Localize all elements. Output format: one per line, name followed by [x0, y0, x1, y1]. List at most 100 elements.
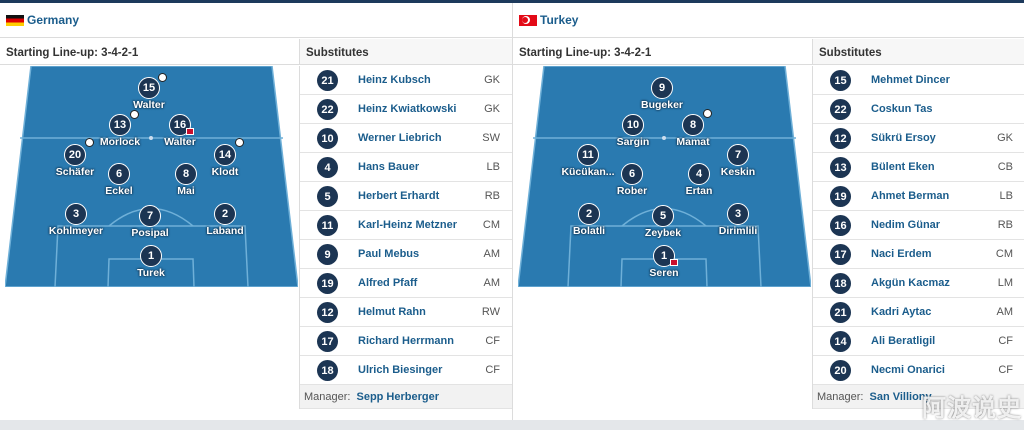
team-name[interactable]: Germany: [27, 13, 80, 27]
player-name: Walter: [133, 99, 165, 111]
player-number: 9: [651, 77, 673, 99]
substitute-position: CF: [485, 364, 500, 376]
player-name: Laband: [206, 225, 244, 237]
player-number: 8: [175, 163, 197, 185]
substitute-number: 9: [317, 244, 338, 265]
player-number: 6: [621, 163, 643, 185]
team-header[interactable]: Germany: [0, 3, 512, 38]
substitute-number: 12: [830, 128, 851, 149]
substitute-position: SW: [482, 132, 500, 144]
substitute-name[interactable]: Heinz Kwiatkowski: [358, 103, 457, 115]
substitute-name[interactable]: Werner Liebrich: [358, 132, 442, 144]
top-accent-bar: [0, 0, 1024, 3]
substitute-number: 4: [317, 157, 338, 178]
substitute-number: 15: [830, 70, 851, 91]
goal-ball-icon: [703, 109, 712, 118]
manager-row: Manager: San Villiony: [813, 385, 1024, 409]
player-number: 7: [727, 144, 749, 166]
substitute-position: CB: [997, 161, 1013, 173]
team-name[interactable]: Turkey: [540, 13, 579, 27]
goal-ball-icon: [130, 110, 139, 119]
substitute-row[interactable]: 13 Bülent Eken CB: [813, 153, 1024, 182]
substitute-position: CF: [998, 364, 1013, 376]
substitute-position: CM: [482, 219, 500, 231]
player-number: 13: [109, 114, 131, 136]
substitute-position: CF: [998, 335, 1013, 347]
substitute-row[interactable]: 15 Mehmet Dincer: [813, 66, 1024, 95]
substitute-position: GK: [484, 74, 500, 86]
substitute-name[interactable]: Herbert Erhardt: [358, 190, 440, 202]
substitute-name[interactable]: Ali Beratligil: [871, 335, 936, 347]
player-number: 8: [682, 114, 704, 136]
player-name: Rober: [616, 185, 648, 197]
player-number: 4: [688, 163, 710, 185]
substitute-number: 13: [830, 157, 851, 178]
team-panel-germany: Germany Starting Line-up: 3-4-2-1 Substi…: [0, 3, 512, 420]
substitute-number: 22: [830, 99, 851, 120]
substitute-name[interactable]: Akgün Kacmaz: [871, 277, 950, 289]
substitute-name[interactable]: Richard Herrmann: [358, 335, 454, 347]
substitute-name[interactable]: Ulrich Biesinger: [358, 364, 443, 376]
substitute-number: 12: [317, 302, 338, 323]
substitute-number: 5: [317, 186, 338, 207]
substitute-position: LB: [999, 190, 1013, 202]
player-number: 2: [578, 203, 600, 225]
substitute-name[interactable]: Paul Mebus: [358, 248, 420, 260]
player-name: Turek: [137, 267, 165, 279]
substitute-row[interactable]: 22 Coskun Tas: [813, 95, 1024, 124]
substitute-name[interactable]: Ahmet Berman: [871, 190, 950, 202]
substitute-name[interactable]: Hans Bauer: [358, 161, 420, 173]
substitute-name[interactable]: Naci Erdem: [871, 248, 932, 260]
substitute-name[interactable]: Bülent Eken: [871, 161, 935, 173]
substitute-number: 17: [317, 331, 338, 352]
watermark: 阿波说史: [922, 395, 1022, 422]
substitute-name[interactable]: Nedim Günar: [871, 219, 941, 231]
turkey-flag-icon: [519, 14, 537, 26]
substitute-number: 22: [317, 99, 338, 120]
player-number: 7: [139, 205, 161, 227]
manager-name[interactable]: Sepp Herberger: [356, 390, 440, 403]
manager-name[interactable]: San Villiony: [869, 390, 932, 403]
substitute-name[interactable]: Mehmet Dincer: [871, 74, 950, 86]
player-number: 15: [138, 77, 160, 99]
substitute-name[interactable]: Coskun Tas: [871, 103, 933, 115]
substitute-name[interactable]: Heinz Kubsch: [358, 74, 431, 86]
substitute-name[interactable]: Sükrü Ersoy: [871, 132, 936, 144]
team-header[interactable]: Turkey: [513, 3, 1024, 38]
substitute-position: RB: [997, 219, 1013, 231]
substitute-name[interactable]: Kadri Aytac: [871, 306, 932, 318]
player-number: 1: [140, 245, 162, 267]
substitute-name[interactable]: Necmi Onarici: [871, 364, 945, 376]
substitute-name[interactable]: Alfred Pfaff: [358, 277, 418, 289]
substitute-name[interactable]: Karl-Heinz Metzner: [358, 219, 458, 231]
yellow-card-icon: [670, 259, 678, 266]
substitute-row[interactable]: 4 Hans Bauer LB: [300, 153, 512, 182]
manager-label: Manager:: [817, 390, 864, 403]
substitute-position: LM: [997, 277, 1013, 289]
page-footer-strip: [0, 420, 1024, 430]
substitute-position: LB: [486, 161, 500, 173]
substitute-name[interactable]: Helmut Rahn: [358, 306, 426, 318]
player-name: Mai: [177, 185, 195, 197]
